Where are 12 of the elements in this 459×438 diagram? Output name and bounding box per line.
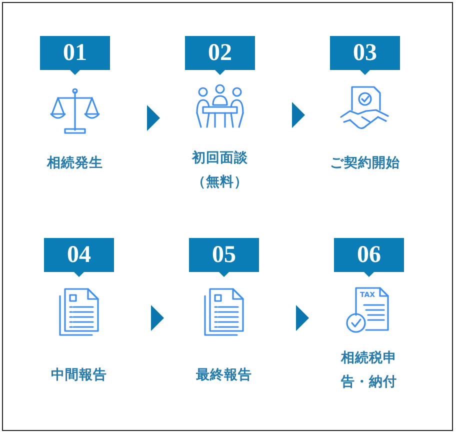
step-number-badge: 06 <box>334 238 404 272</box>
step-number-badge: 02 <box>185 36 255 70</box>
step-number-badge: 04 <box>44 238 114 272</box>
step-number-badge: 03 <box>330 36 400 70</box>
step-label: 相続発生 <box>46 154 104 173</box>
step-label: 相続税申告・納付 <box>340 349 398 392</box>
step-number-badge: 01 <box>40 36 110 70</box>
step-label: 中間報告 <box>50 366 108 385</box>
step-label: ご契約開始 <box>329 154 401 173</box>
step-label: 最終報告 <box>195 366 253 385</box>
step-number-badge: 05 <box>189 238 259 272</box>
step-label: 初回面談（無料） <box>190 149 249 192</box>
